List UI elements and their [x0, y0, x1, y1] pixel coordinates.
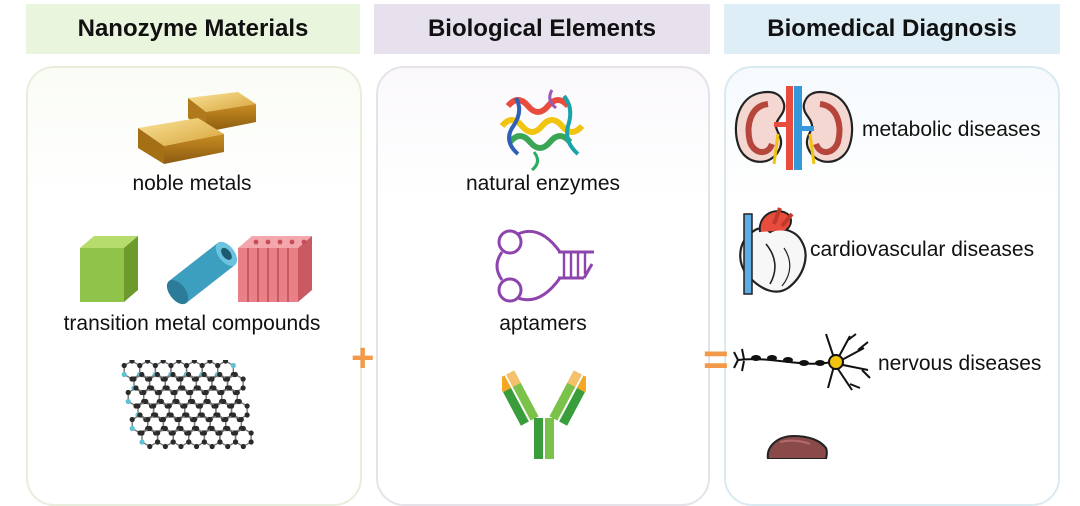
nanostructures-icon: [80, 236, 312, 305]
antibody-icon: [502, 370, 586, 459]
equals-operator: =: [703, 335, 729, 384]
kidneys-icon: [734, 86, 854, 170]
graphene-sheet-icon: [121, 360, 254, 450]
label-natural-enzymes: natural enzymes: [465, 172, 621, 195]
label-metabolic-diseases: metabolic diseases: [862, 118, 1041, 141]
protein-ribbon-icon: [499, 89, 585, 172]
heart-icon: [739, 207, 807, 295]
header-nanozyme-materials: Nanozyme Materials: [26, 4, 360, 54]
label-noble-metals: noble metals: [132, 172, 252, 195]
header-biological-elements: Biological Elements: [374, 4, 710, 54]
label-aptamers: aptamers: [499, 312, 587, 335]
label-nervous-diseases: nervous diseases: [878, 352, 1042, 375]
plus-operator: +: [351, 336, 375, 380]
liver-icon: [766, 434, 828, 459]
aptamer-hairpin-icon: [495, 229, 594, 303]
gold-bars-icon: [138, 92, 256, 164]
label-transition-metal-compounds: transition metal compounds: [63, 312, 321, 335]
label-cardiovascular-diseases: cardiovascular diseases: [810, 238, 1035, 261]
neuron-icon: [733, 333, 871, 391]
header-biomedical-diagnosis: Biomedical Diagnosis: [724, 4, 1060, 54]
